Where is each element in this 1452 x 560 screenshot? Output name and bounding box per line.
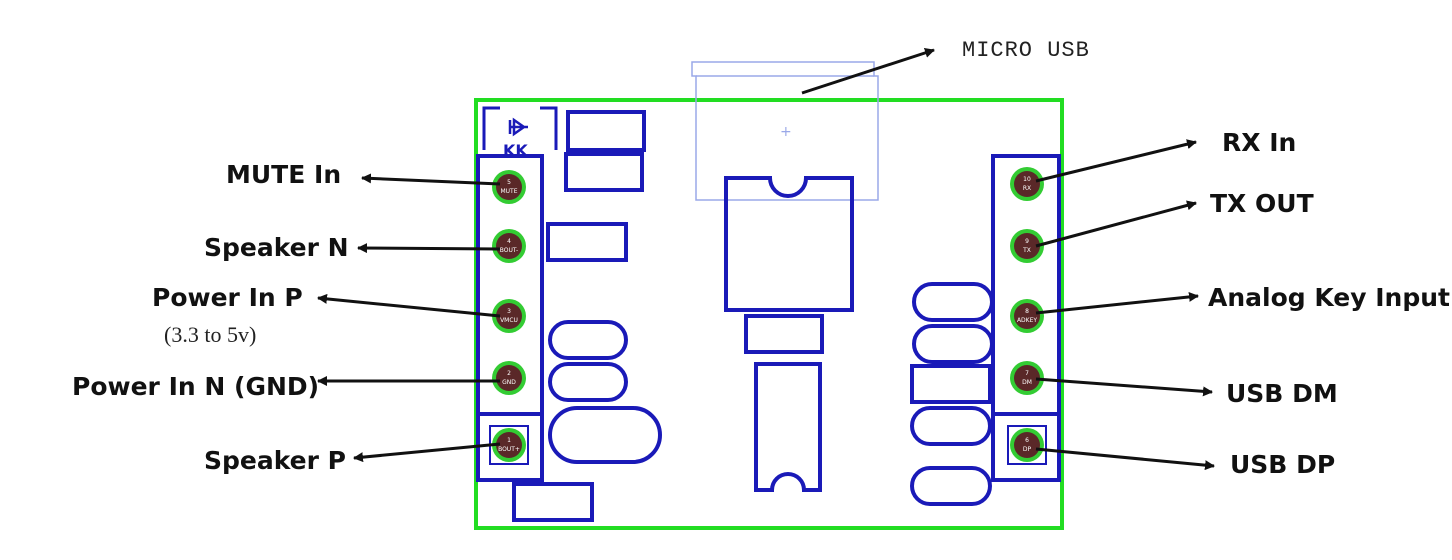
arrow-mute-in — [361, 173, 501, 186]
right-pad-tx: 9TX — [1010, 229, 1044, 263]
pad-text: BOUT- — [500, 247, 518, 254]
pin-label-mute-in: MUTE In — [226, 160, 342, 189]
pad-number: 2 — [507, 370, 511, 377]
pad-number: 9 — [1025, 238, 1029, 245]
pin-label-speaker-n: Speaker N — [204, 233, 349, 262]
pad-text: TX — [1022, 247, 1031, 254]
pad-text: RX — [1023, 185, 1031, 192]
pad-text: BOUT+ — [498, 446, 520, 453]
pin-label-power-in-n: Power In N (GND) — [72, 372, 320, 401]
arrow-usb-dm — [1035, 377, 1213, 397]
diode-silkscreen: KK — [482, 106, 558, 160]
pad-text: VMCU — [500, 317, 518, 324]
right-pad-dm: 7DM — [1010, 361, 1044, 395]
pad-number: 5 — [507, 179, 511, 186]
connector-plus-mark: + — [780, 124, 792, 140]
arrow-micro-usb — [801, 48, 935, 95]
pin-label-analog-key-input: Analog Key Input — [1208, 283, 1450, 312]
pad-number: 8 — [1025, 308, 1029, 315]
pad-text: DP — [1023, 446, 1032, 453]
pad-text: DM — [1022, 379, 1032, 386]
pad-number: 1 — [507, 437, 511, 444]
pin-label-usb-dm: USB DM — [1226, 379, 1338, 408]
arrow-tx-out — [1035, 200, 1197, 248]
arrow-power-in-p — [317, 293, 501, 318]
pad-number: 4 — [507, 238, 511, 245]
lower-package — [754, 362, 822, 492]
pin1-square-pad-right — [1007, 425, 1047, 465]
arrow-rx-in — [1035, 139, 1197, 183]
pad-text: GND — [502, 379, 516, 386]
pad-number: 6 — [1025, 437, 1029, 444]
arrow-speaker-p — [353, 442, 501, 463]
pad-text: ADKEY — [1017, 317, 1037, 324]
right-header-outline — [991, 154, 1061, 482]
pin-label-rx-in: RX In — [1222, 128, 1297, 157]
pad-number: 3 — [507, 308, 511, 315]
pad-number: 10 — [1023, 176, 1031, 183]
connector-label: MICRO USB — [962, 38, 1090, 63]
pin-label-power-in-p: Power In P — [152, 283, 303, 312]
arrow-analog-key-input — [1035, 291, 1199, 315]
pin-sublabel-voltage: (3.3 to 5v) — [164, 322, 257, 347]
pin-label-tx-out: TX OUT — [1210, 189, 1314, 218]
micro-usb-connector: + — [691, 61, 879, 201]
left-header-outline — [476, 154, 544, 482]
arrow-usb-dp — [1035, 447, 1215, 471]
pad-number: 7 — [1025, 370, 1029, 377]
pin-label-usb-dp: USB DP — [1230, 450, 1336, 479]
right-pad-dp: 6DP — [1010, 428, 1044, 462]
pin-label-speaker-p: Speaker P — [204, 446, 346, 475]
smd-components — [512, 110, 994, 522]
arrow-speaker-n — [357, 243, 501, 254]
ic-chip — [724, 176, 854, 312]
pad-text: MUTE — [500, 188, 517, 195]
